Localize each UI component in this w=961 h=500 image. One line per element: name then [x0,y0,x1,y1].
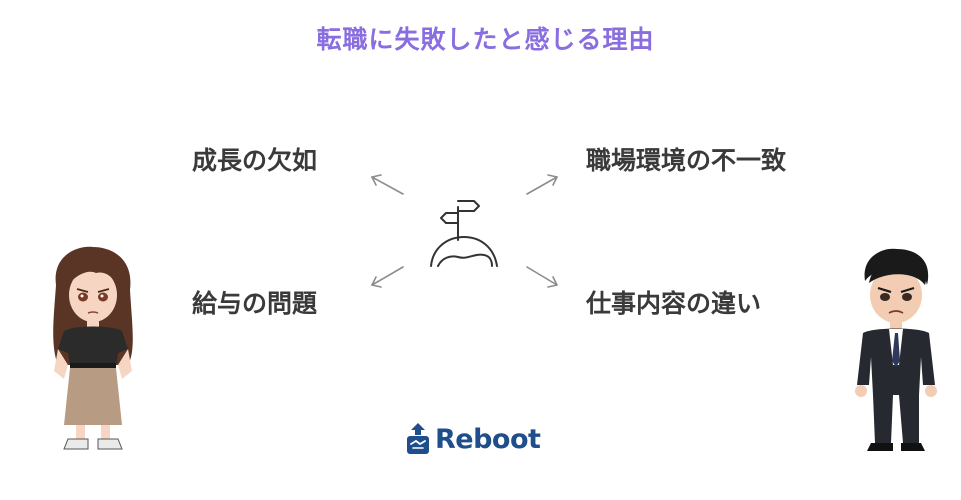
arrow-bottom-left [371,266,404,288]
reboot-logo-icon [407,423,429,454]
arrow-bottom-right [526,266,558,288]
reason-bottom-left: 給与の問題 [192,289,318,318]
arrow-top-left [371,174,404,195]
reboot-logo-text: Reboot [435,423,541,455]
diagram-title: 転職に失敗したと感じる理由 [316,25,655,54]
woman-character-illustration [53,246,133,450]
man-character-illustration [855,248,937,451]
reason-bottom-right: 仕事内容の違い [586,289,762,318]
reboot-logo: Reboot [405,421,541,457]
reason-top-right: 職場環境の不一致 [586,146,787,175]
reason-top-left: 成長の欠如 [192,146,318,175]
arrow-top-right [526,174,558,195]
signpost-icon [430,200,498,267]
